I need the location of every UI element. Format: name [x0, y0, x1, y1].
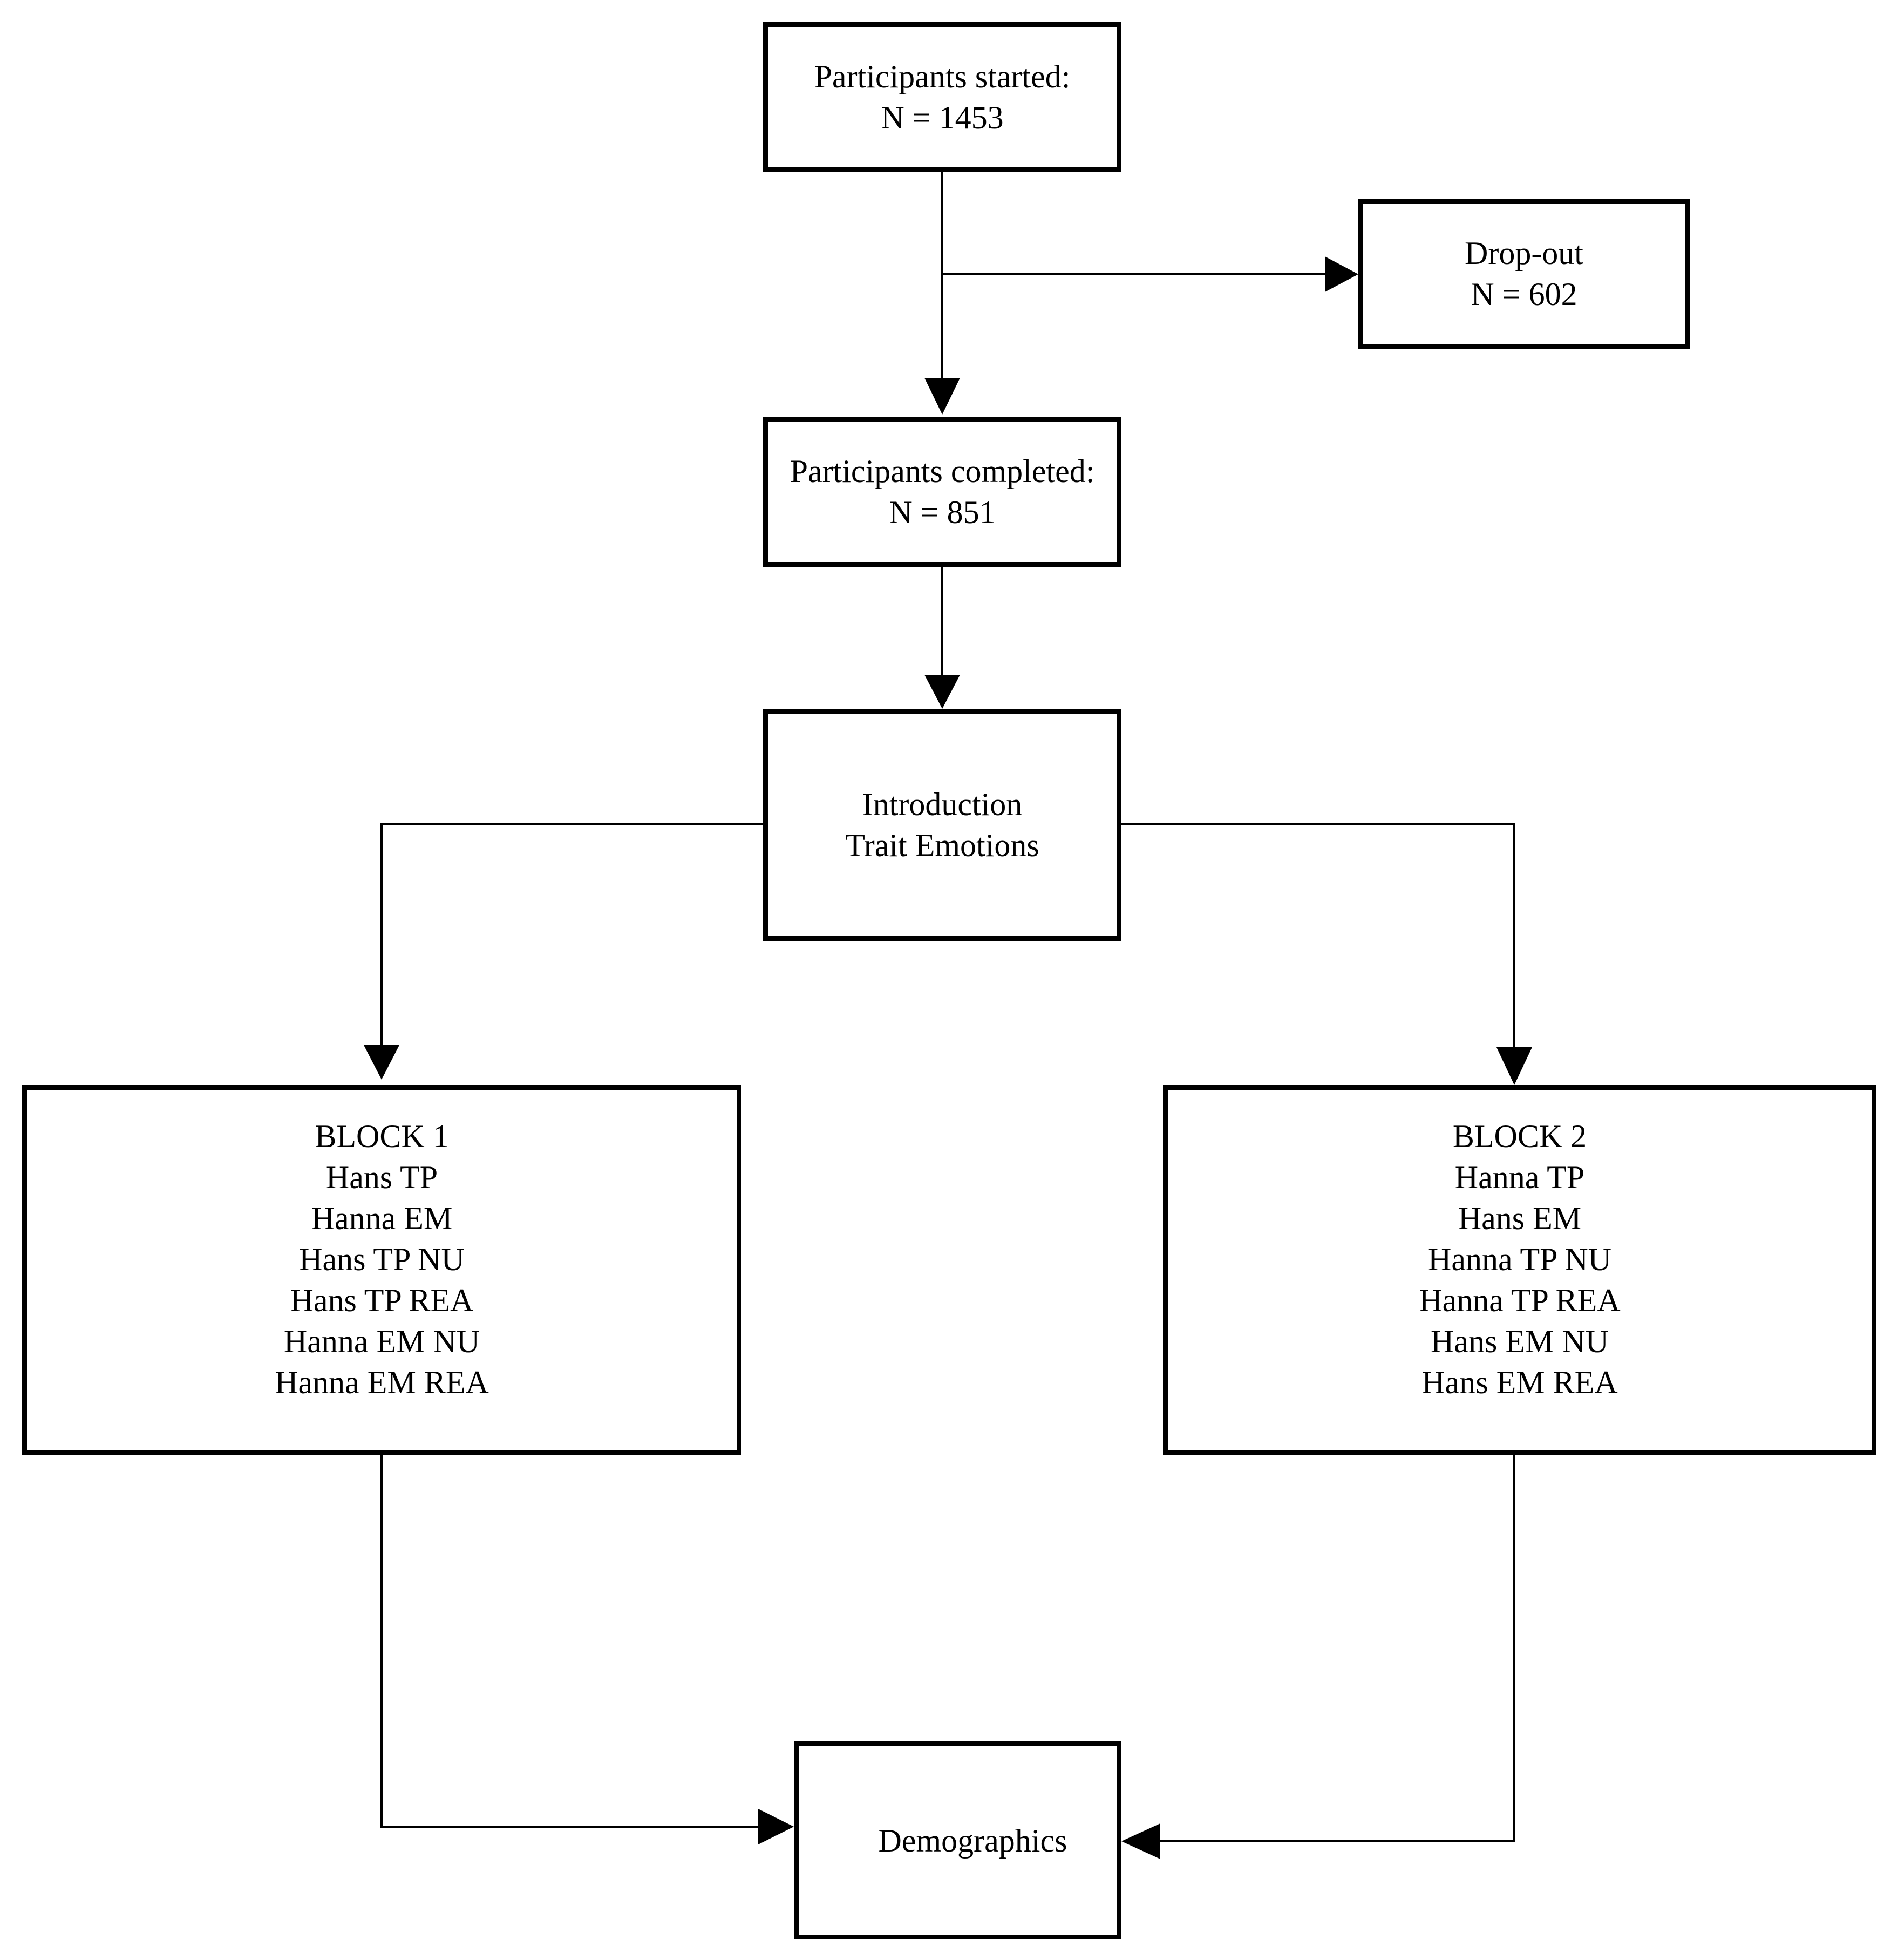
node-line: Hans EM NU [1431, 1324, 1609, 1359]
arrowhead-left-icon [1121, 1823, 1160, 1859]
node-line: Hanna EM REA [275, 1365, 489, 1400]
arrowhead-right-icon [758, 1809, 794, 1844]
node-line: Hanna EM [311, 1201, 453, 1236]
node-drop-out: Drop-out N = 602 [1358, 199, 1690, 349]
node-line: Hanna EM NU [283, 1324, 480, 1359]
arrowhead-right-icon [1325, 256, 1358, 292]
node-line: Demographics [878, 1822, 1067, 1859]
edge-introduction-to-block2 [1121, 823, 1515, 1047]
node-line: Hanna TP NU [1428, 1242, 1611, 1277]
node-line: Drop-out [1465, 235, 1583, 271]
node-line: N = 851 [889, 494, 996, 530]
node-line: Participants started: [814, 59, 1071, 94]
node-line: Trait Emotions [845, 828, 1039, 863]
arrowhead-down-icon [924, 378, 960, 415]
node-block-2: BLOCK 2 Hanna TP Hans EM Hanna TP NU Han… [1163, 1085, 1876, 1455]
node-line: Hans EM REA [1421, 1365, 1618, 1400]
arrowhead-down-icon [1496, 1047, 1532, 1085]
node-participants-completed: Participants completed: N = 851 [763, 417, 1121, 567]
node-line: N = 1453 [881, 100, 1004, 135]
node-line: Hans TP REA [290, 1283, 474, 1318]
edge-introduction-to-block1 [380, 823, 763, 1045]
node-line: BLOCK 1 [315, 1118, 449, 1154]
node-line: Introduction [862, 786, 1023, 822]
node-line: Hanna TP REA [1419, 1283, 1621, 1318]
node-line: Hans EM [1458, 1201, 1582, 1236]
node-participants-started: Participants started: N = 1453 [763, 22, 1121, 172]
node-line: Participants completed: [790, 453, 1095, 489]
node-line: Hans TP NU [299, 1242, 465, 1277]
arrowhead-down-icon [924, 675, 960, 709]
node-introduction: Introduction Trait Emotions [763, 709, 1121, 941]
arrowhead-down-icon [364, 1045, 399, 1080]
edge-block1-to-demographics [380, 1455, 758, 1828]
node-line: Hans TP [325, 1159, 438, 1195]
node-line: Hanna TP [1454, 1159, 1585, 1195]
edge-block2-to-demographics [1160, 1455, 1515, 1842]
node-line: N = 602 [1471, 276, 1577, 312]
node-demographics: Demographics [794, 1741, 1121, 1939]
node-line: BLOCK 2 [1452, 1118, 1587, 1154]
node-block-1: BLOCK 1 Hans TP Hanna EM Hans TP NU Hans… [22, 1085, 741, 1455]
